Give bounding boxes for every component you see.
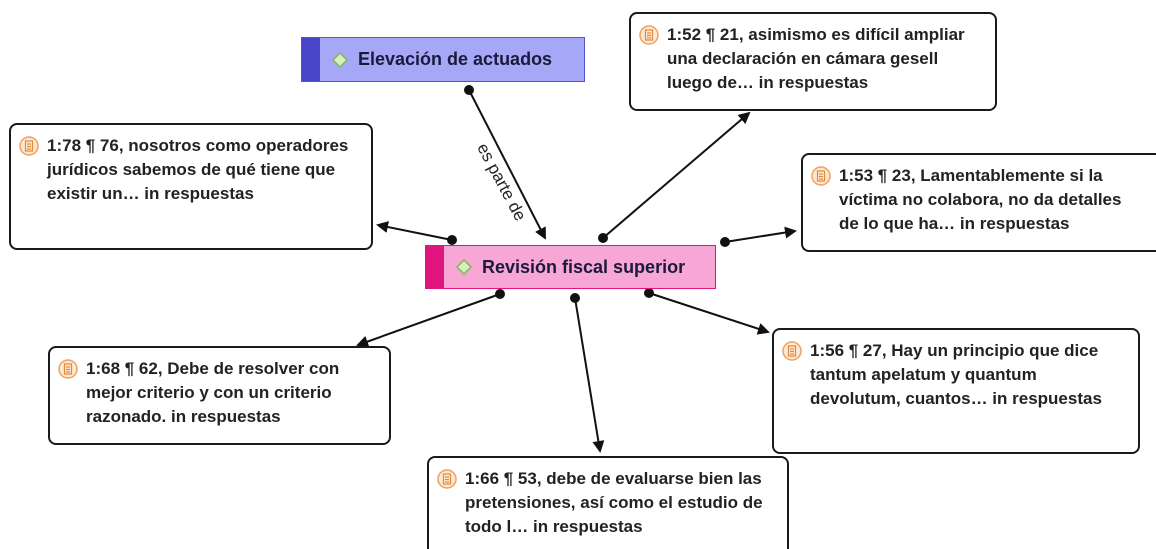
concept-node-elevacion[interactable]: Elevación de actuados [301, 37, 585, 82]
edge-dot [447, 235, 457, 245]
edge-dot [644, 288, 654, 298]
concept-label: Revisión fiscal superior [482, 256, 686, 277]
quotation-doc-icon [782, 341, 802, 361]
quote-text: 1:56 ¶ 27, Hay un principio que dice tan… [810, 341, 1102, 408]
quotation-doc-icon [639, 25, 659, 45]
quotation-doc-icon [437, 469, 457, 489]
edge-dot [598, 233, 608, 243]
concept-label: Elevación de actuados [358, 49, 553, 69]
quote-node-1-78[interactable]: 1:78 ¶ 76, nosotros como operadores jurí… [9, 123, 373, 250]
quote-node-1-68[interactable]: 1:68 ¶ 62, Debe de resolver con mejor cr… [48, 346, 391, 445]
quote-text: 1:52 ¶ 21, asimismo es difícil ampliar u… [667, 25, 965, 92]
quote-node-1-53[interactable]: 1:53 ¶ 23, Lamentablemente si la víctima… [801, 153, 1156, 252]
quotation-doc-icon [58, 359, 78, 379]
edge-to-q4 [356, 293, 501, 348]
edge-to-q5 [648, 292, 770, 335]
edge-es-parte-de [468, 89, 546, 240]
quote-node-1-56[interactable]: 1:56 ¶ 27, Hay un principio que dice tan… [772, 328, 1140, 454]
edge-to-q3 [724, 226, 797, 243]
edge-to-q2 [376, 221, 453, 241]
concept-node-revision[interactable]: Revisión fiscal superior [425, 245, 716, 289]
quote-text: 1:68 ¶ 62, Debe de resolver con mejor cr… [86, 359, 340, 426]
edge-dot [464, 85, 474, 95]
edge-to-q1 [602, 111, 751, 239]
quote-text: 1:66 ¶ 53, debe de evaluarse bien las pr… [465, 469, 763, 536]
concept-color-bar [426, 246, 444, 288]
quote-text: 1:78 ¶ 76, nosotros como operadores jurí… [47, 136, 349, 203]
concept-color-bar [302, 38, 320, 81]
quote-node-1-66[interactable]: 1:66 ¶ 53, debe de evaluarse bien las pr… [427, 456, 789, 549]
edge-to-q6 [574, 297, 605, 453]
quote-text: 1:53 ¶ 23, Lamentablemente si la víctima… [839, 166, 1122, 233]
code-diamond-icon [456, 259, 472, 275]
quote-node-1-52[interactable]: 1:52 ¶ 21, asimismo es difícil ampliar u… [629, 12, 997, 111]
quotation-doc-icon [19, 136, 39, 156]
edge-dot [495, 289, 505, 299]
edge-dot [570, 293, 580, 303]
code-diamond-icon [332, 51, 348, 68]
quotation-doc-icon [811, 166, 831, 186]
edge-dot [720, 237, 730, 247]
